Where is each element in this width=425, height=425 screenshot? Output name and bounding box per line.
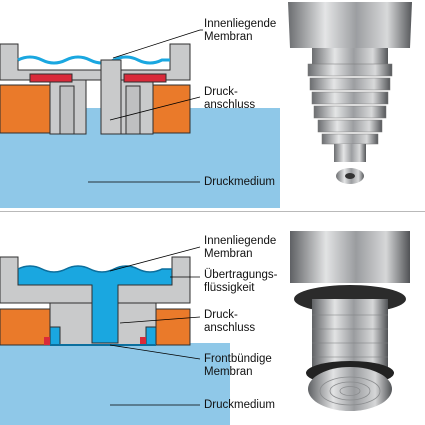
housing-inner-left <box>59 85 75 135</box>
internal-membrane <box>17 55 170 65</box>
housing-inner-right <box>125 85 141 135</box>
label-pressure-port: Druck- anschluss <box>204 309 256 334</box>
pressure-port-left <box>0 308 51 346</box>
sensor-photo-internal <box>288 2 412 184</box>
label-flush-membrane: Frontbündige Membran <box>204 353 272 378</box>
sensor-photo-flush <box>290 231 410 411</box>
leader-membrane <box>112 29 201 59</box>
label-internal-membrane: Innenliegende Membran <box>204 18 277 43</box>
flush-membrane-panel: Innenliegende Membran Übertragungs- flüs… <box>0 219 425 425</box>
internal-membrane-panel: Innenliegende Membran Druck- anschluss D… <box>0 0 425 208</box>
pressure-port-right <box>155 308 191 346</box>
panel-divider <box>0 211 425 212</box>
pressure-port-left <box>0 84 51 134</box>
label-pressure-medium: Druckmedium <box>204 176 275 188</box>
fluid-pocket-left <box>49 326 61 346</box>
internal-membrane-diagram <box>0 2 412 208</box>
label-pressure-port: Druck- anschluss <box>204 86 256 111</box>
seal-right <box>140 337 146 345</box>
fluid-pocket-right <box>145 326 157 346</box>
leader-flush-membrane <box>109 344 201 360</box>
pressure-medium-area <box>0 343 230 425</box>
label-pressure-medium: Druckmedium <box>204 399 275 411</box>
internal-membrane <box>17 265 172 273</box>
leader-port <box>119 316 201 324</box>
label-internal-membrane: Innenliegende Membran <box>204 235 277 260</box>
flush-membrane-diagram <box>0 231 410 425</box>
central-stem <box>100 59 122 135</box>
label-transmission-fluid: Übertragungs- flüssigkeit <box>204 269 278 294</box>
seal-left <box>29 73 73 83</box>
seal-left <box>44 337 50 345</box>
seal-right <box>123 73 167 83</box>
leader-membrane <box>109 246 201 272</box>
leader-port <box>109 96 201 121</box>
